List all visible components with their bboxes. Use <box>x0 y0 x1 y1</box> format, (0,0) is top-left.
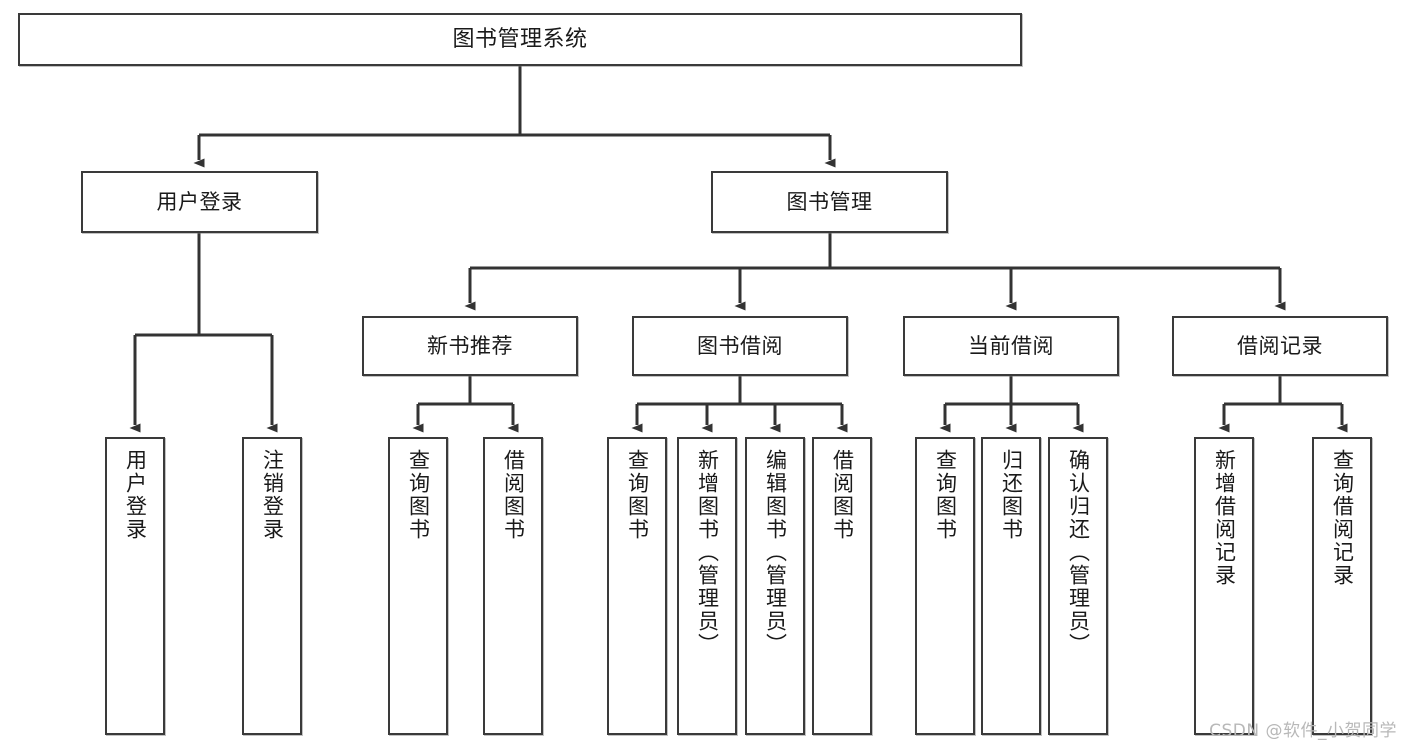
node-label: 新增图书（管理员） <box>695 449 720 656</box>
node-label: 用户登录 <box>123 449 148 541</box>
node-leaf-add-book-admin[interactable]: 新增图书（管理员） <box>677 437 737 735</box>
node-label: 借阅图书 <box>830 449 855 541</box>
node-label: 借阅图书 <box>501 449 526 541</box>
node-root-book-management-system[interactable]: 图书管理系统 <box>18 13 1022 66</box>
node-leaf-query-books-current[interactable]: 查询图书 <box>915 437 975 735</box>
node-label: 图书管理 <box>786 189 873 214</box>
node-label: 图书管理系统 <box>452 26 588 52</box>
node-leaf-add-borrow-record[interactable]: 新增借阅记录 <box>1194 437 1254 735</box>
node-new-book-recommendation[interactable]: 新书推荐 <box>362 316 578 376</box>
node-user-login[interactable]: 用户登录 <box>81 171 318 233</box>
node-borrowing-records[interactable]: 借阅记录 <box>1172 316 1388 376</box>
node-leaf-borrow-books[interactable]: 借阅图书 <box>812 437 872 735</box>
node-label: 图书借阅 <box>697 333 783 358</box>
node-label: 编辑图书（管理员） <box>763 449 788 656</box>
node-label: 查询图书 <box>625 449 650 541</box>
node-label: 确认归还（管理员） <box>1066 449 1091 656</box>
node-label: 当前借阅 <box>968 333 1054 358</box>
node-leaf-logout[interactable]: 注销登录 <box>242 437 302 735</box>
node-label: 查询借阅记录 <box>1330 449 1355 587</box>
node-label: 借阅记录 <box>1237 333 1323 358</box>
watermark-text: CSDN @软件_小贺同学 <box>1209 721 1397 741</box>
node-leaf-query-books-new[interactable]: 查询图书 <box>388 437 448 735</box>
node-label: 新书推荐 <box>427 333 513 358</box>
node-leaf-query-books-borrow[interactable]: 查询图书 <box>607 437 667 735</box>
node-label: 注销登录 <box>260 449 285 541</box>
node-leaf-return-books[interactable]: 归还图书 <box>981 437 1041 735</box>
node-label: 归还图书 <box>999 449 1024 541</box>
node-current-borrowing[interactable]: 当前借阅 <box>903 316 1119 376</box>
node-book-management[interactable]: 图书管理 <box>711 171 948 233</box>
node-leaf-borrow-books-new[interactable]: 借阅图书 <box>483 437 543 735</box>
node-leaf-edit-book-admin[interactable]: 编辑图书（管理员） <box>745 437 805 735</box>
node-label: 查询图书 <box>933 449 958 541</box>
node-label: 用户登录 <box>156 189 243 214</box>
node-leaf-user-login[interactable]: 用户登录 <box>105 437 165 735</box>
node-book-borrowing[interactable]: 图书借阅 <box>632 316 848 376</box>
node-leaf-confirm-return-admin[interactable]: 确认归还（管理员） <box>1048 437 1108 735</box>
node-label: 查询图书 <box>406 449 431 541</box>
node-leaf-query-borrow-record[interactable]: 查询借阅记录 <box>1312 437 1372 735</box>
node-label: 新增借阅记录 <box>1212 449 1237 587</box>
